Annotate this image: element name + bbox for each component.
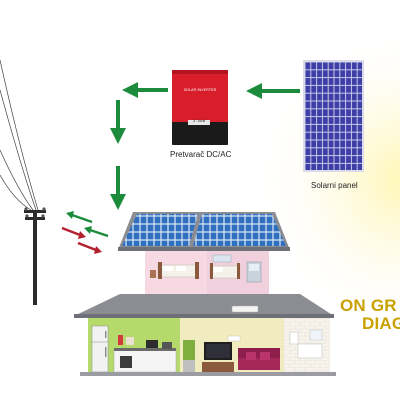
kitchen [91,325,177,373]
bedroom-left [150,262,199,279]
arrow-inverter-to-left [122,82,168,98]
roof-solar-panels-right [193,214,286,246]
air-conditioner [231,305,259,313]
microwave [146,340,158,348]
power-lines [0,59,39,211]
arrow-down-1 [110,100,126,144]
arrow-export-green-2 [84,226,109,238]
arrow-down-2 [110,166,126,210]
solar-panel-label: Solarni panel [311,181,358,190]
diagram-title-line-1: ON GR [340,296,397,315]
arrow-import-red-1 [61,226,86,239]
arrow-panel-to-inverter [246,83,300,99]
solar-panel [303,60,364,172]
fridge [91,325,109,373]
house [74,212,336,376]
roof-solar-panels-left [122,214,198,246]
bedroom-right [209,254,262,283]
inverter-brand-text: SOLAR INVERTER [183,88,217,92]
inverter-label: Pretvarač DC/AC [170,150,232,159]
inverter [172,70,228,145]
oven [120,356,132,368]
arrow-import-red-2 [77,241,102,254]
arrow-export-green-1 [66,211,93,224]
utility-pole [24,207,46,305]
diagram-title-line-2: DIAG [362,314,400,333]
bathroom [289,329,323,359]
living-room [183,335,280,372]
lower-roof [74,294,334,316]
inverter-display: 2.5kW [188,120,210,125]
